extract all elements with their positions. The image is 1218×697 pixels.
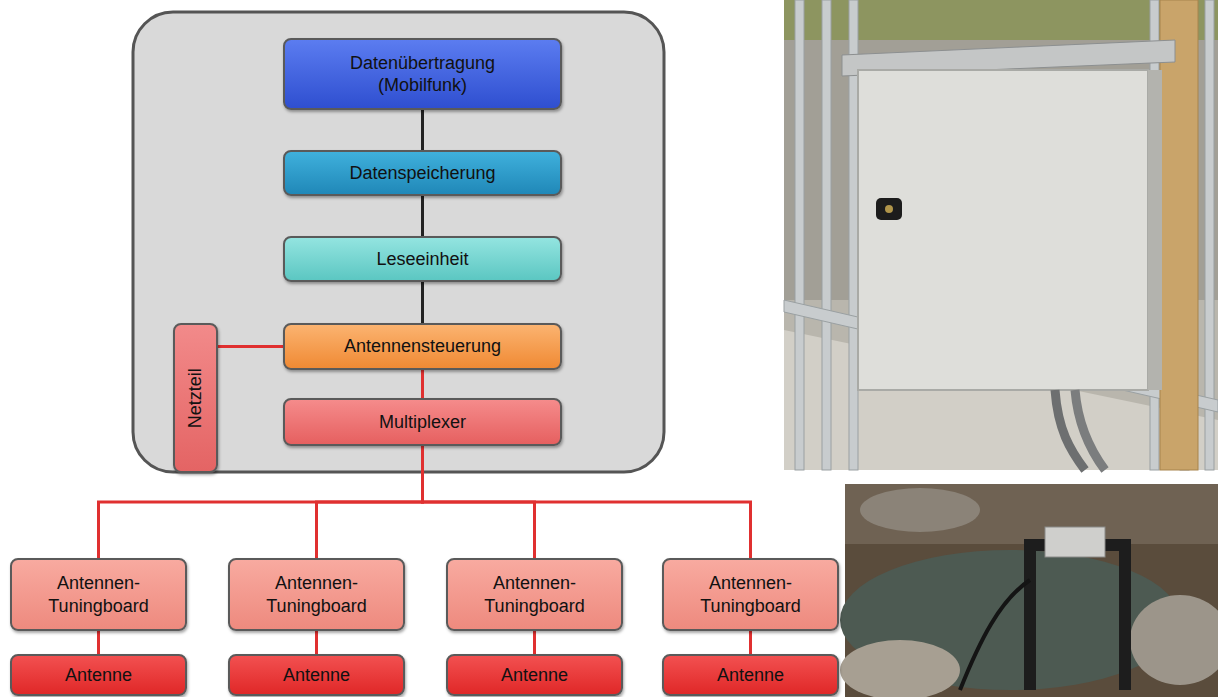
process-box: Antennen- Tuningboard	[662, 558, 839, 631]
power-box: Netzteil	[173, 323, 218, 473]
connector-line	[421, 110, 424, 150]
box-label: Netzteil	[184, 368, 207, 428]
connector-line	[749, 631, 752, 654]
box-label: Antenne	[65, 664, 132, 687]
process-box: Antennensteuerung	[283, 323, 562, 370]
box-label: Antenne	[717, 664, 784, 687]
connector-line	[533, 631, 536, 654]
connector-line	[315, 631, 318, 654]
housing-panel	[133, 12, 664, 472]
process-box: Leseeinheit	[283, 236, 562, 282]
box-label: Datenspeicherung	[349, 162, 495, 185]
box-label: Antenne	[283, 664, 350, 687]
process-box: Antenne	[10, 654, 187, 696]
connector-line	[421, 196, 424, 236]
process-box: Antennen- Tuningboard	[228, 558, 405, 631]
box-label: Datenübertragung (Mobilfunk)	[323, 52, 523, 97]
process-box: Multiplexer	[283, 398, 562, 446]
antenna-photo	[840, 484, 1218, 697]
connector-line	[218, 345, 283, 348]
box-label: Antennen- Tuningboard	[470, 572, 600, 617]
process-box: Antenne	[446, 654, 623, 696]
box-label: Antennen- Tuningboard	[686, 572, 816, 617]
process-box: Antenne	[662, 654, 839, 696]
connector-line	[317, 446, 423, 558]
process-box: Antenne	[228, 654, 405, 696]
process-box: Datenspeicherung	[283, 150, 562, 196]
box-label: Multiplexer	[379, 411, 466, 434]
logger-photo	[784, 0, 1218, 470]
connector-line	[421, 370, 424, 398]
process-box: Datenübertragung (Mobilfunk)	[283, 38, 562, 110]
connector-line	[97, 631, 100, 654]
box-label: Antennen- Tuningboard	[34, 572, 164, 617]
process-box: Antennen- Tuningboard	[10, 558, 187, 631]
connector-line	[99, 446, 423, 558]
box-label: Antennensteuerung	[344, 335, 501, 358]
process-box: Antennen- Tuningboard	[446, 558, 623, 631]
box-label: Leseeinheit	[376, 248, 468, 271]
connector-line	[423, 446, 751, 558]
connector-line	[421, 282, 424, 323]
box-label: Antennen- Tuningboard	[252, 572, 382, 617]
box-label: Antenne	[501, 664, 568, 687]
